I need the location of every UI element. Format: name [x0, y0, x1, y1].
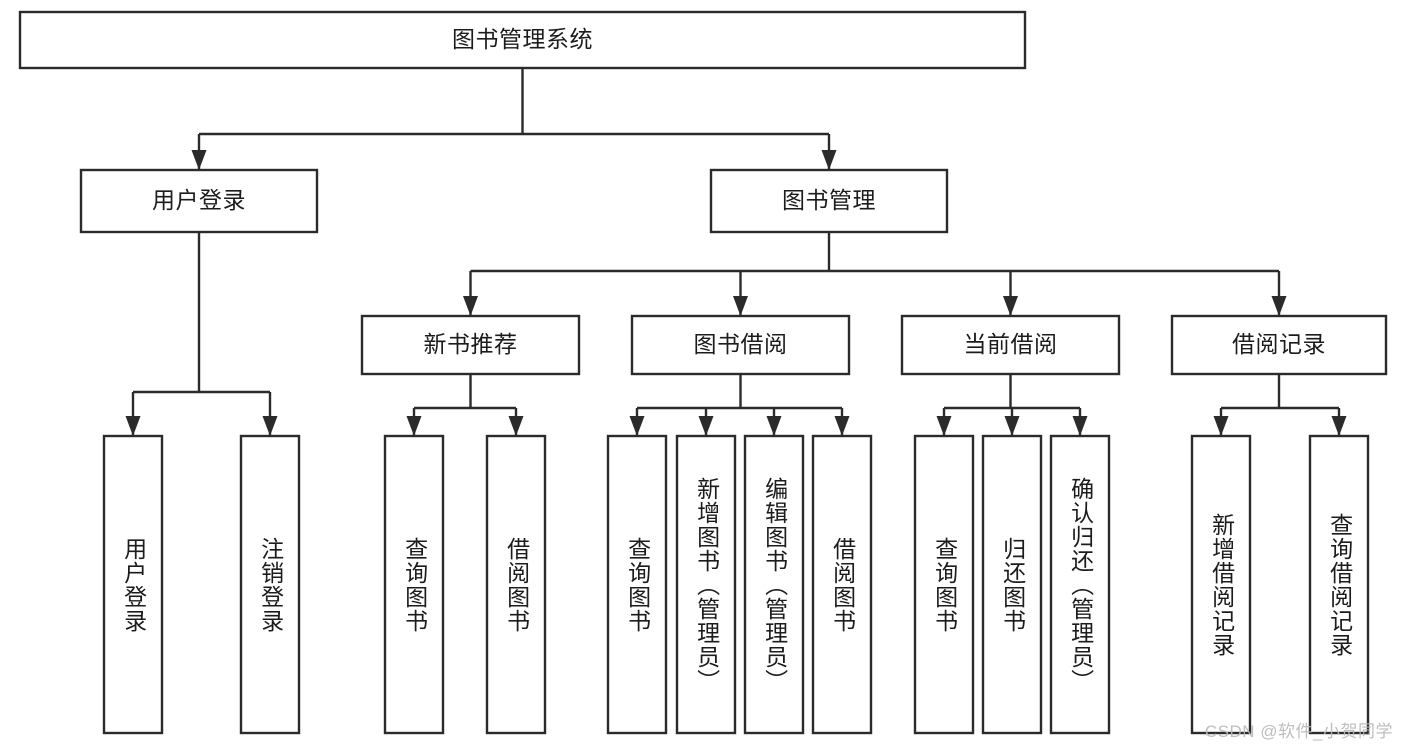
node-box-leaf-edit-book [743, 434, 805, 735]
node-box-leaf-logout [239, 434, 301, 735]
node-box-leaf-borrow-book-bb [811, 434, 873, 735]
arrow-head-leaf-query-book-rec [406, 416, 422, 436]
watermark-text: CSDN @软件_小贺同学 [1204, 722, 1393, 741]
arrow-head-leaf-confirm-return [1072, 416, 1088, 436]
node-box-leaf-add-record [1190, 434, 1252, 735]
node-box-leaf-query-book-rec [383, 434, 445, 735]
node-box-current-borrow [900, 314, 1121, 376]
arrow-head-leaf-logout [262, 416, 278, 436]
node-box-leaf-borrow-book-rec [485, 434, 547, 735]
arrow-head-leaf-borrow-book-bb [834, 416, 850, 436]
node-box-leaf-return-book [981, 434, 1043, 735]
node-box-leaf-query-book-cb [913, 434, 975, 735]
arrow-head-leaf-user-login [125, 416, 141, 436]
node-box-book-manage [709, 168, 949, 234]
node-box-leaf-query-book-bb [606, 434, 668, 735]
arrow-head-leaf-query-record [1331, 416, 1347, 436]
node-box-leaf-confirm-return [1049, 434, 1111, 735]
arrow-head-user-login [191, 150, 207, 170]
node-box-leaf-user-login [102, 434, 164, 735]
arrow-head-leaf-edit-book [766, 416, 782, 436]
arrow-head-borrow-record [1271, 296, 1287, 316]
edge-layer [125, 68, 1347, 436]
arrow-head-current-borrow [1003, 296, 1018, 316]
arrow-head-book-borrow [733, 296, 748, 316]
node-layer [18, 10, 1388, 735]
arrow-head-leaf-add-book [698, 416, 714, 436]
node-box-book-borrow [630, 314, 851, 376]
arrow-head-new-book-rec [463, 296, 478, 316]
arrow-head-leaf-add-record [1213, 416, 1229, 436]
node-box-borrow-record [1170, 314, 1388, 376]
node-box-new-book-rec [360, 314, 581, 376]
node-box-leaf-query-record [1308, 434, 1370, 735]
arrow-head-leaf-return-book [1004, 416, 1020, 436]
arrow-head-book-manage [821, 150, 837, 170]
node-box-user-login [79, 168, 319, 234]
node-box-leaf-add-book [675, 434, 737, 735]
arrow-head-leaf-borrow-book-rec [508, 416, 524, 436]
node-box-root [18, 10, 1027, 70]
arrow-head-leaf-query-book-bb [629, 416, 645, 436]
arrow-head-leaf-query-book-cb [936, 416, 952, 436]
